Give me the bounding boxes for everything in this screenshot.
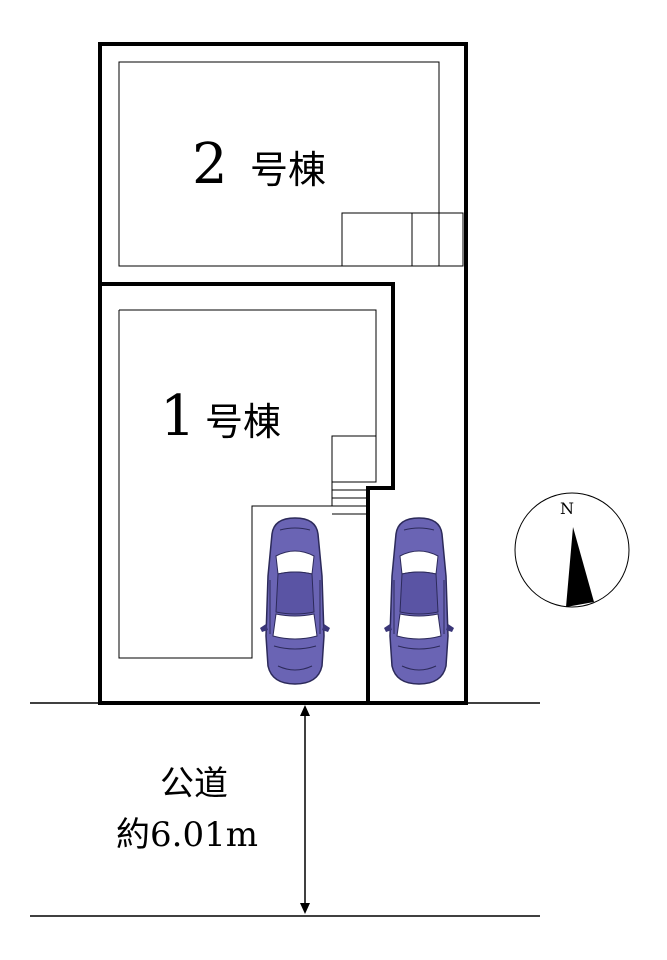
lot-1-step-box — [331, 435, 377, 483]
road-width: 約6.01m — [116, 815, 258, 855]
north-arrow-icon — [566, 527, 594, 607]
lot-1-building — [118, 309, 377, 659]
lot-2-step-b — [411, 212, 464, 267]
road-label: 公道 — [160, 764, 228, 804]
car-lot-2 — [383, 517, 455, 685]
lot-1-number: 1 — [160, 384, 196, 449]
lot-1-boundary — [98, 282, 395, 705]
compass-north-label: N — [560, 499, 574, 518]
car-lot-1 — [259, 517, 331, 685]
lot-2-building — [118, 61, 440, 267]
lot-1: 1 号棟 — [98, 282, 395, 705]
lot-2-suffix: 号棟 — [250, 148, 326, 192]
lot-1-suffix: 号棟 — [205, 400, 281, 444]
lot-2-step-a — [341, 212, 413, 267]
road-width-arrow — [300, 705, 310, 914]
compass: N — [514, 492, 630, 608]
lot-2-number: 2 — [192, 132, 228, 197]
